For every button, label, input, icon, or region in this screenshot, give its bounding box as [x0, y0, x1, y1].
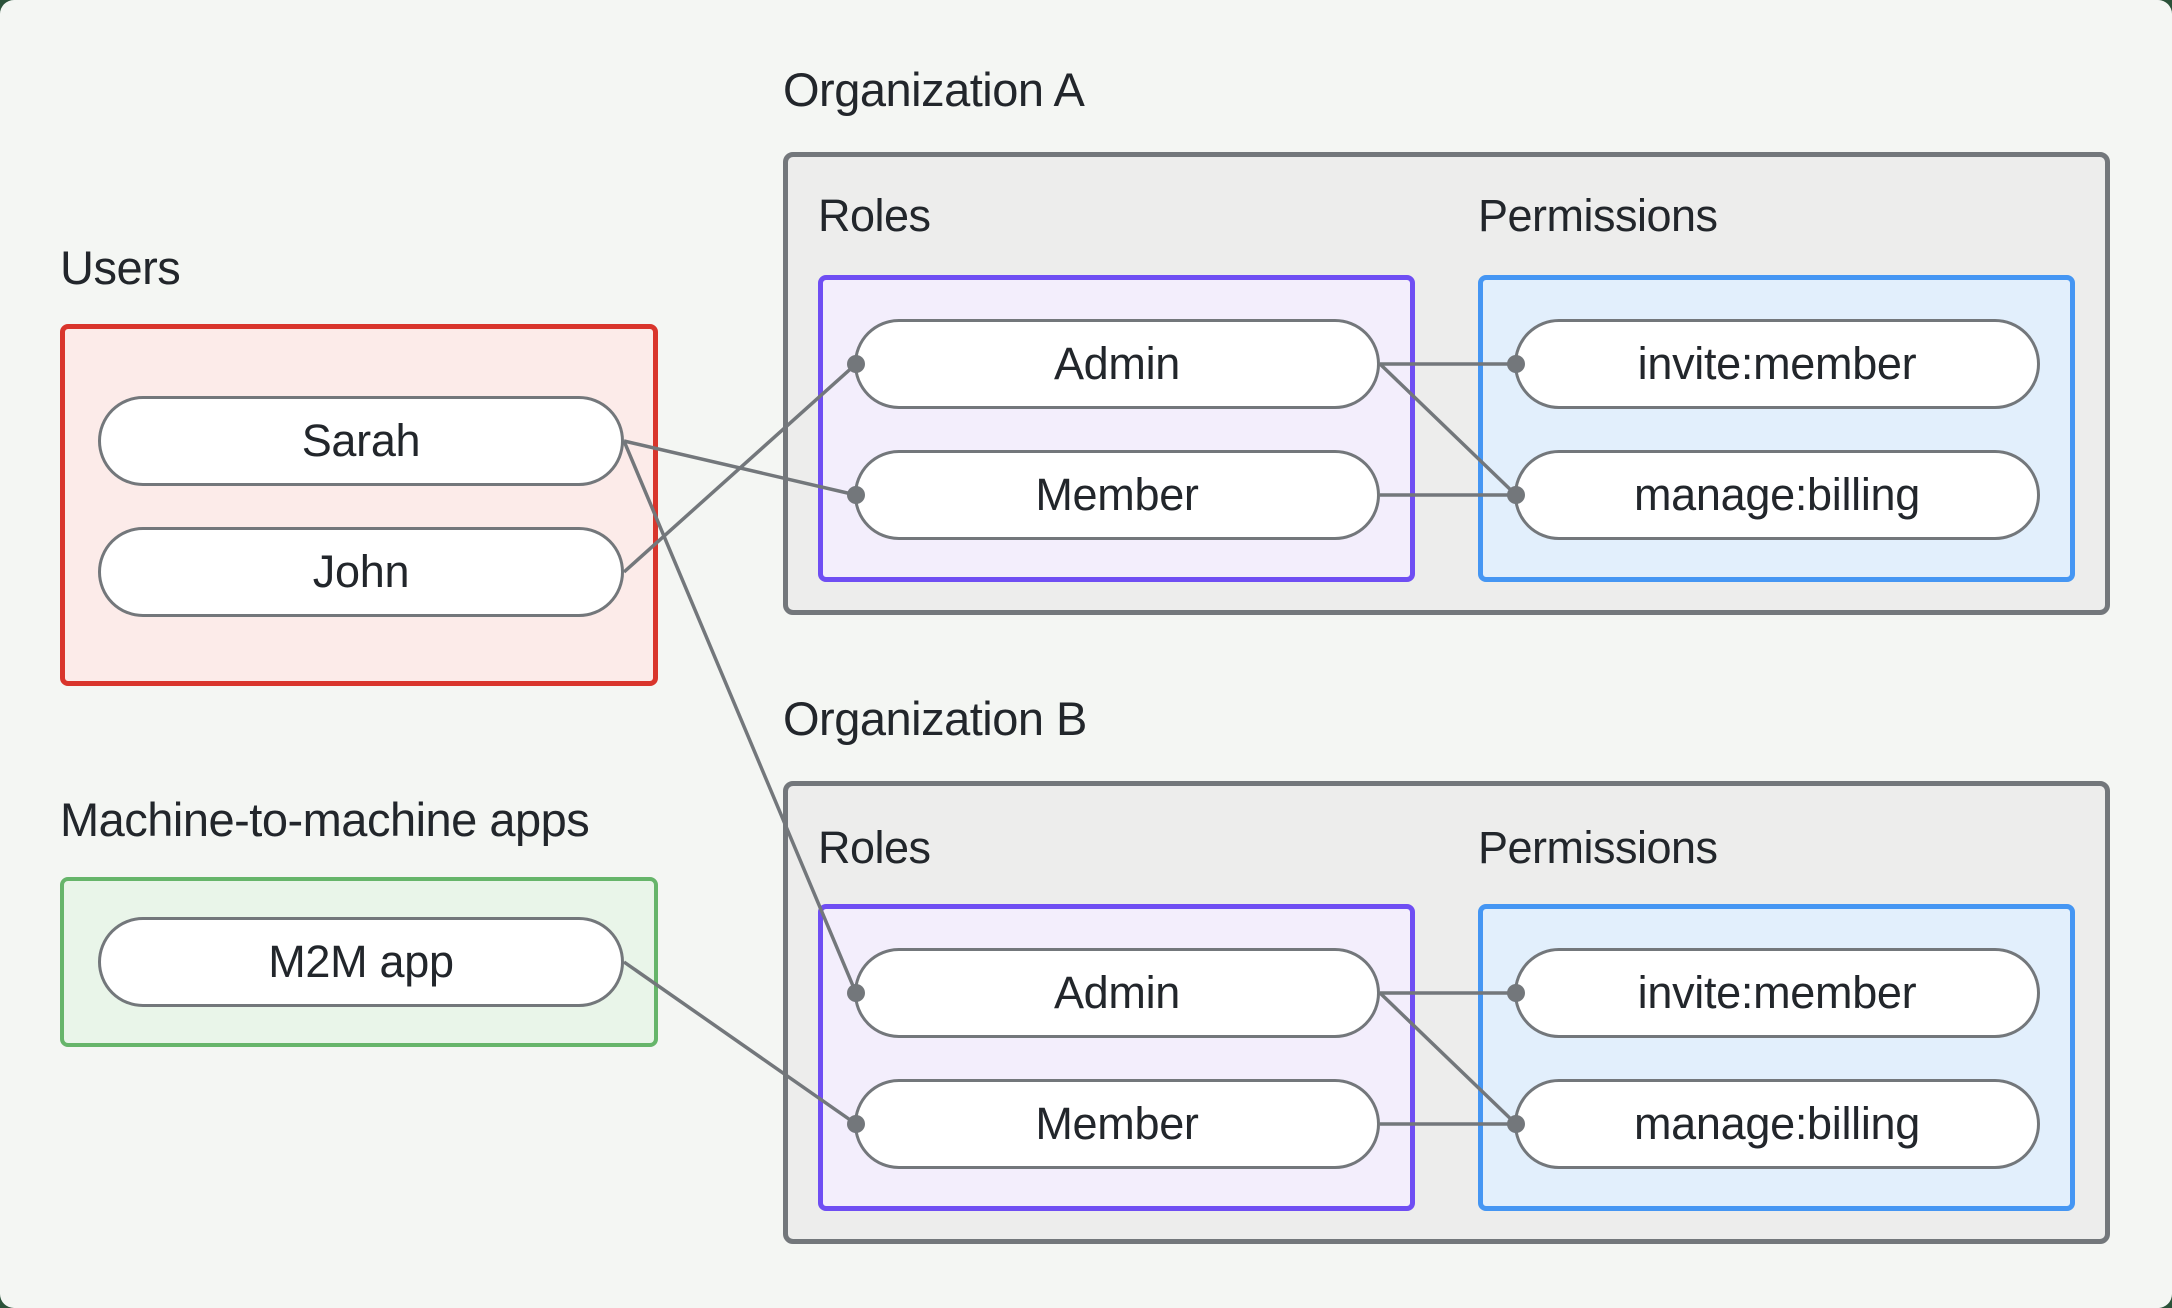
org-b-roles-label: Roles: [818, 822, 931, 873]
org-a-role-admin: Admin: [854, 319, 1380, 409]
user-node-john: John: [98, 527, 624, 617]
org-b-permissions-label: Permissions: [1478, 822, 1718, 873]
org-a-permission-invite-member: invite:member: [1514, 319, 2040, 409]
org-b-permission-invite-member: invite:member: [1514, 948, 2040, 1038]
org-a-roles-label: Roles: [818, 190, 931, 241]
user-node-sarah: Sarah: [98, 396, 624, 486]
org-a-title: Organization A: [783, 63, 1085, 116]
org-b-permission-manage-billing: manage:billing: [1514, 1079, 2040, 1169]
org-b-role-member: Member: [854, 1079, 1380, 1169]
org-a-permission-manage-billing: manage:billing: [1514, 450, 2040, 540]
users-section-label: Users: [60, 241, 181, 294]
m2m-node-app: M2M app: [98, 917, 624, 1007]
org-b-title: Organization B: [783, 692, 1087, 745]
m2m-section-label: Machine-to-machine apps: [60, 793, 590, 846]
users-group-box: [60, 324, 658, 686]
org-b-role-admin: Admin: [854, 948, 1380, 1038]
org-a-role-member: Member: [854, 450, 1380, 540]
org-a-permissions-label: Permissions: [1478, 190, 1718, 241]
